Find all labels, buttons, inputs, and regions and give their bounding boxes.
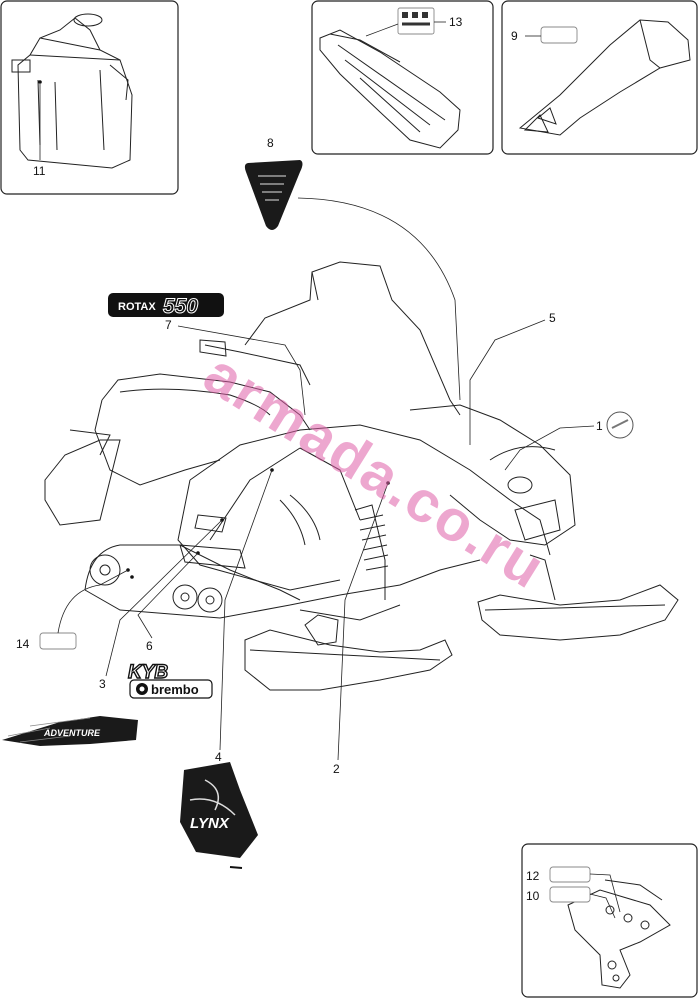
adventure-text: ADVENTURE <box>43 728 101 738</box>
callout-9: 9 <box>511 29 518 43</box>
lynx-text: LYNX <box>190 815 230 832</box>
callout-10: 10 <box>526 889 540 903</box>
decal-1-badge <box>606 411 634 439</box>
rotax-model-text: 550 <box>163 295 198 318</box>
callout-5: 5 <box>549 311 556 325</box>
callout-7: 7 <box>165 318 172 332</box>
callout-13: 13 <box>449 15 463 29</box>
kyb-text: KYB <box>128 662 168 683</box>
leaders: 7 5 1 6 3 14 4 2 <box>16 311 634 776</box>
decal-rotax-550: ROTAX 550 <box>108 293 224 319</box>
decal-adventure: ADVENTURE <box>2 716 138 746</box>
callout-12: 12 <box>526 869 540 883</box>
callout-1: 1 <box>596 419 603 433</box>
callout-8: 8 <box>267 136 274 150</box>
callout-11: 11 <box>33 164 46 178</box>
inset-seat: 13 <box>311 0 494 155</box>
snowmobile-main <box>44 261 679 691</box>
decal-lynx: LYNX <box>180 762 258 869</box>
callout-14: 14 <box>16 637 30 651</box>
decal-8-warning: 8 <box>244 136 461 401</box>
callout-2: 2 <box>333 762 340 776</box>
brembo-text: brembo <box>151 682 199 697</box>
inset-bracket: 12 10 <box>521 843 698 998</box>
callout-6: 6 <box>146 639 153 653</box>
inset-tunnel: 9 <box>501 0 698 155</box>
decal-kyb-brembo: KYB brembo <box>127 661 213 699</box>
watermark: armada.co.ru <box>193 341 557 602</box>
callout-4: 4 <box>215 750 222 764</box>
rotax-text: ROTAX <box>118 301 156 313</box>
callout-3: 3 <box>99 677 106 691</box>
inset-fuel-tank: 11 <box>0 0 179 195</box>
